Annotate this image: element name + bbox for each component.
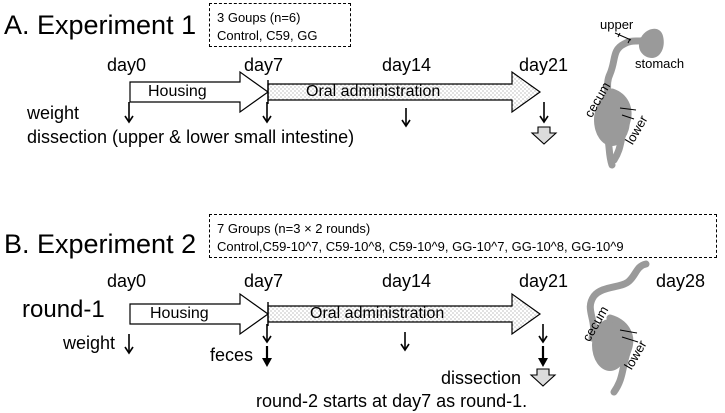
exp1-groups-line2: Control, C59, GG <box>217 28 318 43</box>
exp2-day21-label: day21 <box>519 271 569 291</box>
exp2-day7-label: day7 <box>244 271 284 291</box>
exp2-day28-label: day28 <box>656 271 706 291</box>
exp2-intestine-illustration <box>586 260 650 396</box>
exp2-feces-label: feces <box>210 345 254 365</box>
exp1-day0-down-arrow <box>124 102 134 124</box>
exp1-day0-label: day0 <box>107 55 147 75</box>
exp2-round2-note: round-2 starts at day7 as round-1. <box>256 391 528 411</box>
exp2-day14-down-arrow <box>400 332 410 352</box>
exp2-housing-arrow <box>129 292 270 336</box>
exp2-dissection-block-arrow <box>529 368 557 387</box>
exp2-day0-label: day0 <box>107 271 147 291</box>
exp1-day7-label: day7 <box>244 55 284 75</box>
exp1-intestine-illustration <box>594 28 664 169</box>
exp2-dissection-label: dissection <box>441 368 522 388</box>
exp2-housing-label: Housing <box>150 305 209 322</box>
exp2-groups-line2: Control,C59-10^7, C59-10^8, C59-10^9, GG… <box>217 239 624 254</box>
exp1-dissection-label: dissection (upper & lower small intestin… <box>27 127 355 147</box>
exp1-housing-label: Housing <box>148 83 207 100</box>
exp1-day14-down-arrow <box>401 108 411 128</box>
exp2-title: B. Experiment 2 <box>4 229 197 259</box>
exp1-day21-label: day21 <box>519 55 569 75</box>
exp2-day0-down-arrow <box>124 334 134 355</box>
exp1-upper-label: upper <box>600 17 634 32</box>
exp1-dissection-block-arrow <box>530 126 558 145</box>
exp2-oral-label: Oral administration <box>310 305 445 322</box>
exp2-day14-label: day14 <box>382 271 432 291</box>
exp2-oral-arrow <box>267 292 542 336</box>
exp1-groups-box: 3 Goups (n=6) Control, C59, GG <box>209 3 351 47</box>
exp1-day7-down-arrow <box>262 102 272 124</box>
exp1-title: A. Experiment 1 <box>4 10 197 40</box>
exp1-weight-label: weight <box>27 103 80 123</box>
exp1-stomach-label: stomach <box>635 56 685 71</box>
exp2-groups-line1: 7 Groups (n=3 × 2 rounds) <box>217 221 371 236</box>
exp2-round-label: round-1 <box>22 296 105 323</box>
exp2-dissection-arrow <box>538 346 548 367</box>
exp1-oral-arrow <box>267 70 542 114</box>
exp2-groups-box: 7 Groups (n=3 × 2 rounds) Control,C59-10… <box>209 214 717 258</box>
exp1-day14-label: day14 <box>382 55 432 75</box>
exp1-groups-line1: 3 Goups (n=6) <box>217 10 301 25</box>
exp2-weight-label: weight <box>63 333 116 353</box>
exp1-oral-label: Oral administration <box>306 83 441 100</box>
exp2-day21-down-arrow <box>538 324 548 344</box>
exp1-day21-down-arrow <box>539 102 549 124</box>
exp2-day7-down-arrow <box>262 324 272 344</box>
exp1-housing-arrow <box>129 70 270 114</box>
exp2-feces-arrow <box>262 346 272 367</box>
